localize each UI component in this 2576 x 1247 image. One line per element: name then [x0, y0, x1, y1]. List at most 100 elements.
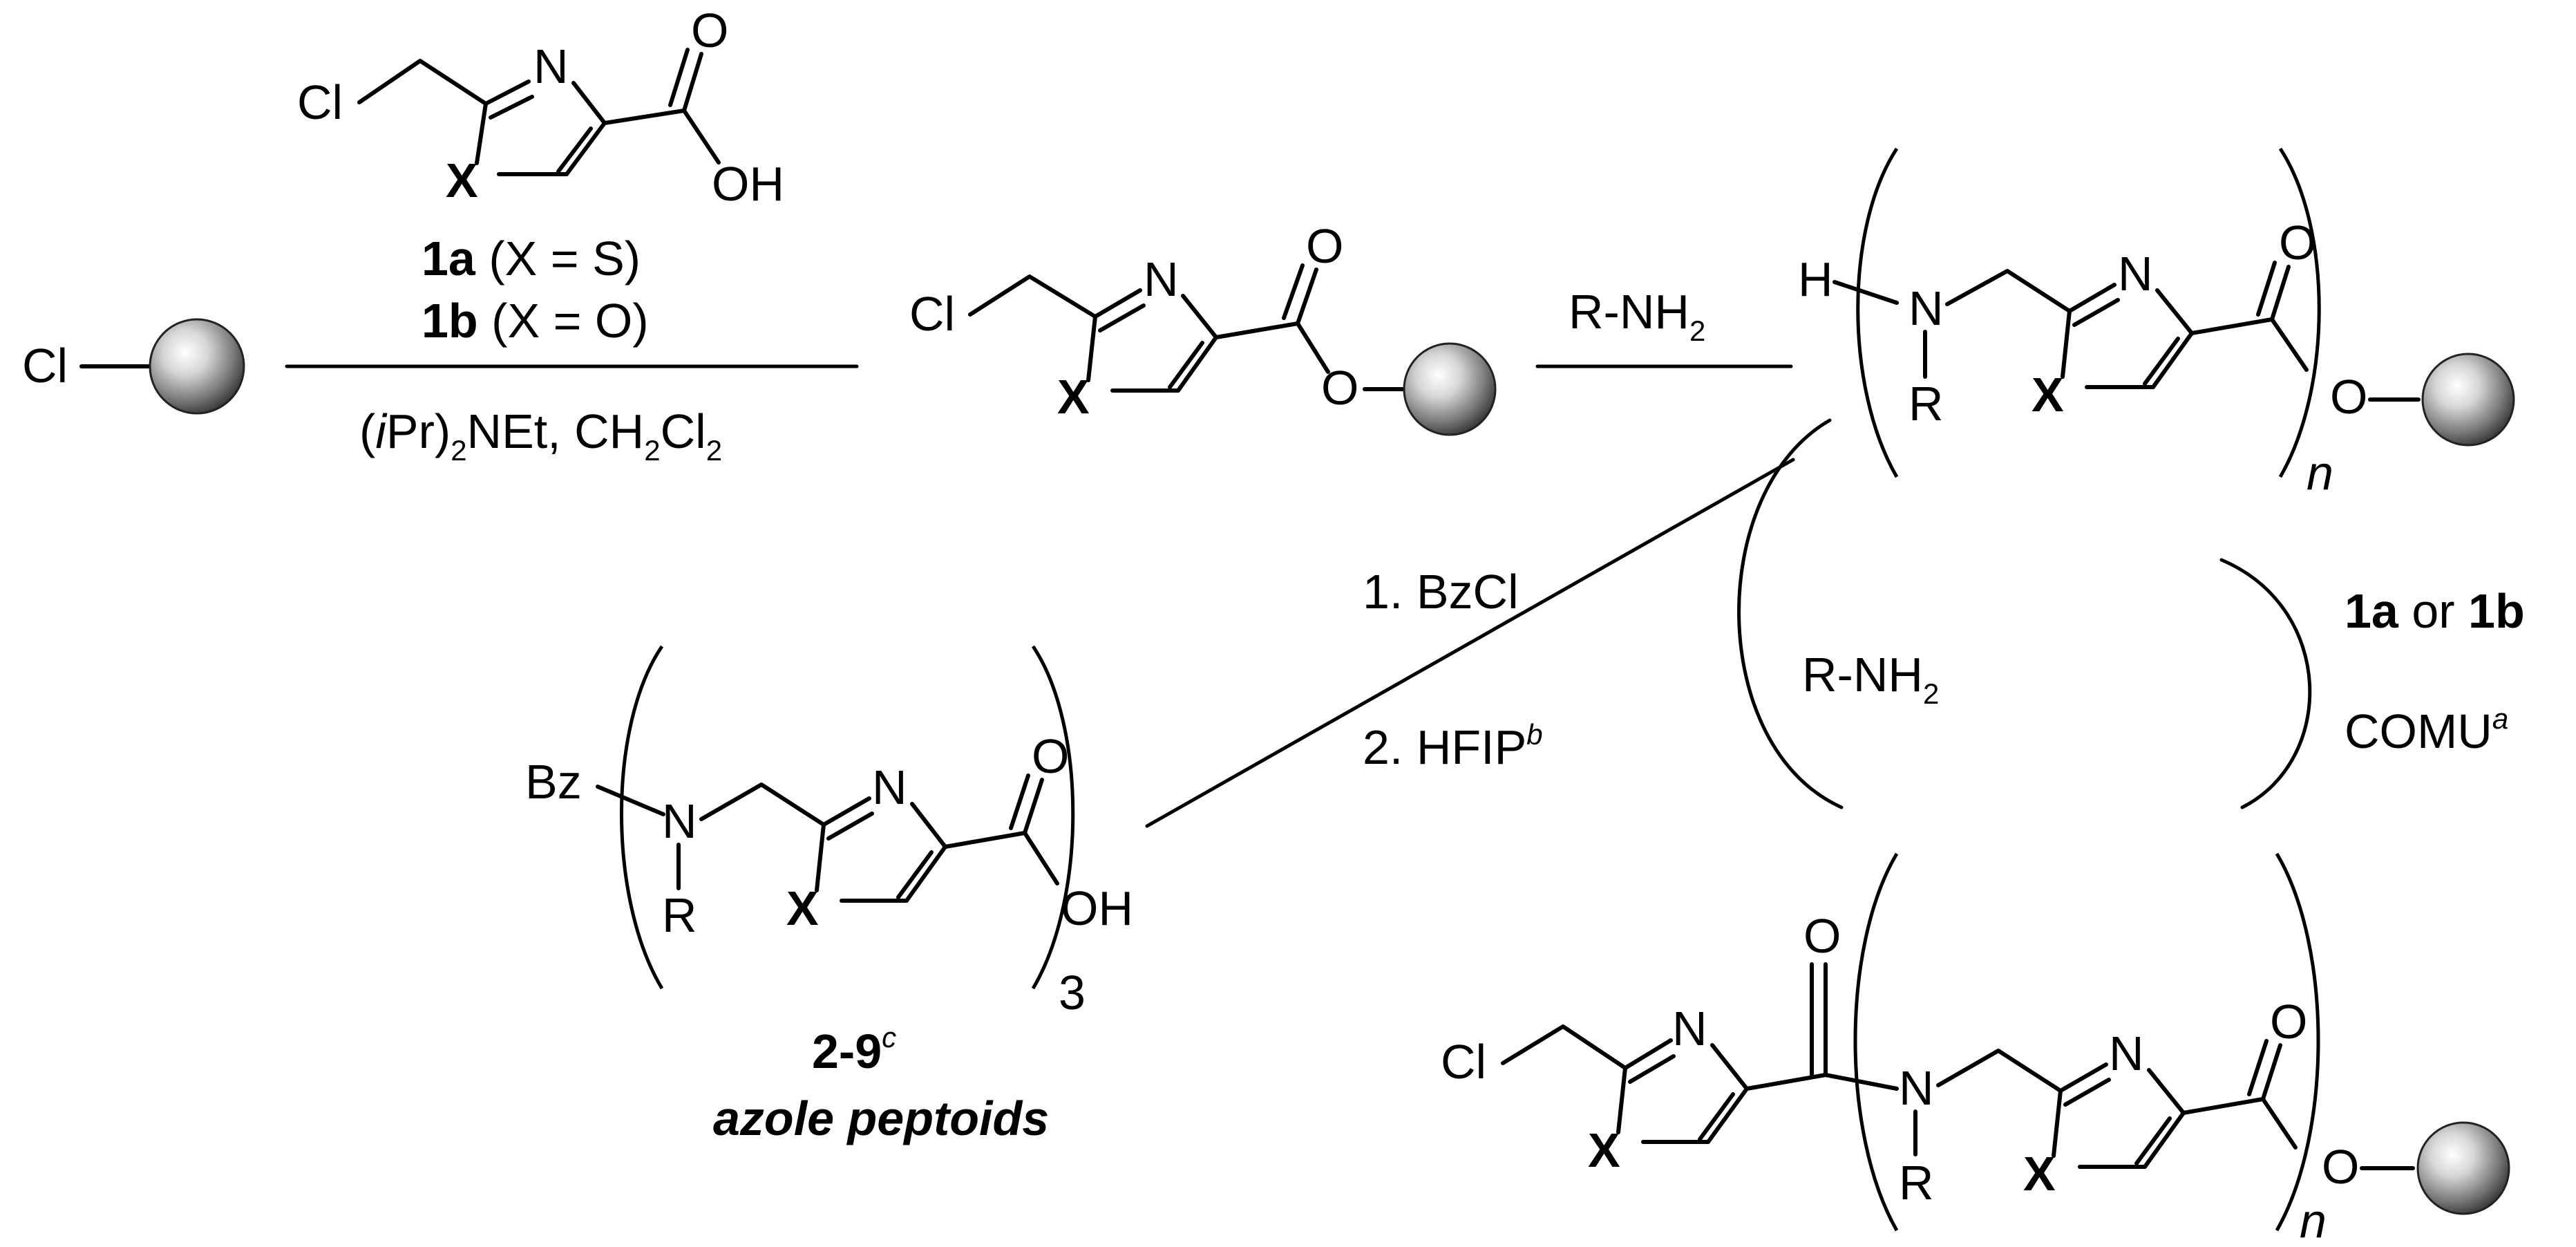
atom-h: H — [1798, 252, 1833, 306]
product-azole-peptoid: Bz N R N X O OH 3 — [525, 645, 1133, 1020]
building-block-1: Cl N X O OH — [297, 3, 784, 211]
bond-ring — [571, 81, 607, 125]
bond-ring — [475, 102, 488, 165]
bond-ring-double — [2143, 337, 2180, 386]
atom-n: N — [533, 39, 569, 93]
cleavage-arrow — [1145, 458, 1795, 828]
repeat-bracket-right — [1031, 645, 1075, 990]
bond-ch2 — [699, 782, 826, 827]
label-1b: 1b (X = O) — [422, 294, 649, 348]
bond-c-o-double — [2247, 1039, 2269, 1096]
atom-o: O — [1306, 219, 1343, 273]
bond-c-c — [2181, 1097, 2265, 1115]
bond-c-c — [1214, 321, 1300, 339]
bond-ring-double — [556, 126, 593, 174]
repeat-subscript-n: n — [2307, 446, 2333, 500]
bond-ring — [2052, 1089, 2063, 1158]
atom-o: O — [1321, 361, 1358, 415]
cycle-coupling-agent: COMUa — [2345, 702, 2508, 758]
product-compound-number: 2-9c — [812, 1021, 896, 1078]
repeat-bracket-right — [2275, 852, 2320, 1232]
cycle-reagent-amine: R-NH2 — [1802, 648, 1939, 710]
atom-x: X — [446, 153, 478, 207]
atom-r: R — [662, 888, 697, 942]
bond-ring — [910, 802, 947, 849]
atom-cl: Cl — [22, 339, 68, 393]
bond-ring — [2061, 309, 2072, 379]
cleavage-step-2: 2. HFIPb — [1363, 718, 1543, 774]
bond-c-oh — [1023, 831, 1059, 885]
atom-oh: OH — [712, 157, 784, 211]
bond-ring — [2147, 1068, 2186, 1115]
bond-ring — [1176, 335, 1218, 393]
atom-cl: Cl — [1441, 1035, 1486, 1089]
bond-ring-double — [489, 95, 534, 120]
bond-ring — [1706, 1087, 1749, 1144]
bond-ring-double — [1628, 1054, 1676, 1084]
starting-resin: Cl — [22, 318, 245, 415]
bond-ring — [1623, 1038, 1673, 1070]
repeat-bracket-left — [1856, 147, 1899, 478]
atom-cl: Cl — [297, 75, 343, 129]
bond-c-o — [1296, 321, 1330, 374]
repeat-bracket-left — [1853, 852, 1899, 1232]
bond-c-n — [1824, 1073, 1899, 1091]
bond-ring — [1086, 315, 1097, 382]
atom-n: N — [662, 794, 697, 848]
bond-c-c — [2190, 317, 2274, 335]
bond-ring-double — [1168, 341, 1204, 389]
bond-ch2 — [1501, 1024, 1627, 1070]
bond-ring — [2058, 1062, 2108, 1093]
bond-ring-double — [2063, 1078, 2111, 1107]
bond-c-o-double — [1023, 778, 1044, 835]
bond-ring — [905, 845, 947, 903]
atom-cl: Cl — [909, 287, 955, 341]
bond-ring — [2155, 288, 2194, 335]
repeat-bracket-left — [620, 645, 664, 990]
bond-ring — [815, 823, 826, 892]
resin-bead — [149, 318, 245, 415]
bond-ring — [565, 121, 607, 176]
bond-c-o-double — [2261, 1043, 2282, 1101]
resin-bead — [2421, 353, 2515, 447]
bond-c-o-double — [2256, 261, 2277, 317]
bond-ring-double — [2072, 298, 2120, 327]
atom-bz: Bz — [525, 755, 582, 809]
bond-ring — [2151, 331, 2194, 389]
bond-ch2 — [1936, 1049, 2063, 1093]
label-1a: 1a (X = S) — [422, 232, 641, 285]
bond-c-o-double — [1282, 263, 1305, 320]
bond-c-o — [2270, 317, 2309, 372]
repeat-bracket-right — [2278, 147, 2321, 478]
bond-c-o-double — [682, 52, 703, 113]
bond-ring-double — [2134, 1116, 2172, 1165]
bond-c-c — [943, 831, 1027, 849]
bond-c-o-double — [1009, 773, 1030, 830]
resin-bound-oligomer: H N R N X O n O — [1798, 147, 2515, 500]
atom-n: N — [2118, 247, 2153, 301]
resin-bead — [1403, 342, 1497, 436]
bond-c-c — [603, 109, 686, 125]
bond-c-o-double — [2270, 265, 2291, 321]
bond-ring-double — [826, 812, 874, 841]
cycle-coupling-reagents: 1a or 1b — [2345, 584, 2525, 638]
atom-n: N — [1672, 1002, 1707, 1056]
bond-ring — [1093, 288, 1142, 319]
bond-c-o-double — [1296, 268, 1318, 326]
atom-x: X — [1057, 370, 1090, 424]
bond-ch2 — [968, 274, 1097, 319]
repeat-subscript-3: 3 — [1059, 966, 1086, 1020]
atom-n: N — [2109, 1026, 2144, 1080]
bond-ring-double — [1698, 1092, 1735, 1141]
bond-h-n — [1832, 280, 1899, 305]
resin-bead — [2416, 1121, 2510, 1215]
reagent-amine: R-NH2 — [1569, 285, 1705, 347]
atom-r: R — [1899, 1156, 1934, 1210]
bond-ring — [2067, 283, 2116, 313]
product-caption: azole peptoids — [713, 1091, 1049, 1145]
elongated-oligomer: Cl N X O N R N X O n O — [1441, 852, 2510, 1247]
atom-o: O — [2270, 995, 2307, 1049]
atom-oh: OH — [1061, 881, 1133, 935]
bond-ring — [484, 79, 531, 106]
